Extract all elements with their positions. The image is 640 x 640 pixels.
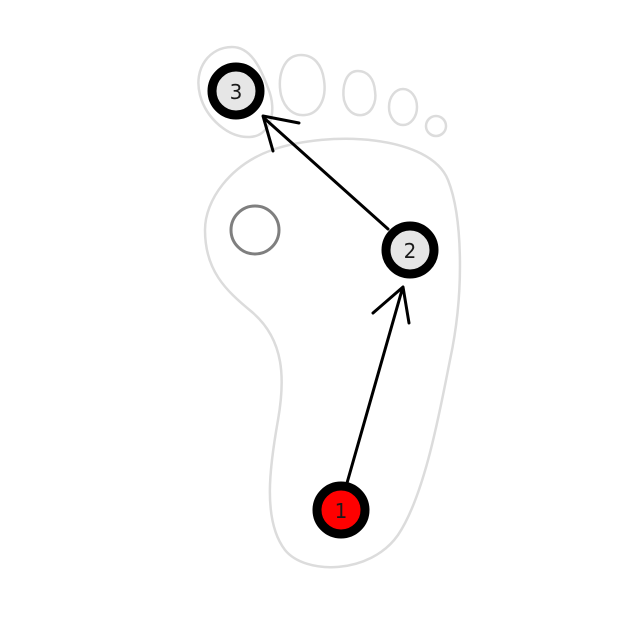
- step-label-3: 3: [230, 80, 243, 104]
- third-toe-outline: [342, 69, 377, 117]
- step-marker-2: 2: [381, 221, 439, 279]
- arrow-head-step-2: [371, 285, 411, 325]
- step-circle-3: [207, 62, 265, 120]
- fourth-toe-outline: [387, 87, 419, 127]
- step-marker-1: 1: [312, 481, 370, 539]
- reference-marker: [229, 204, 281, 256]
- step-circle-1: [312, 481, 370, 539]
- arrow-step-2-to-3: [262, 116, 390, 231]
- second-toe-outline: [278, 53, 326, 117]
- step-label-2: 2: [404, 239, 417, 263]
- step-label-1: 1: [335, 499, 348, 523]
- fifth-toe-outline: [424, 114, 448, 138]
- step-circle-2: [381, 221, 439, 279]
- big-toe-outline: [197, 45, 274, 139]
- step-marker-3: 3: [207, 62, 265, 120]
- arrow-step-1-to-2: [345, 288, 404, 485]
- arrow-head-step-3: [261, 114, 301, 153]
- foot-sole-outline: [203, 137, 462, 569]
